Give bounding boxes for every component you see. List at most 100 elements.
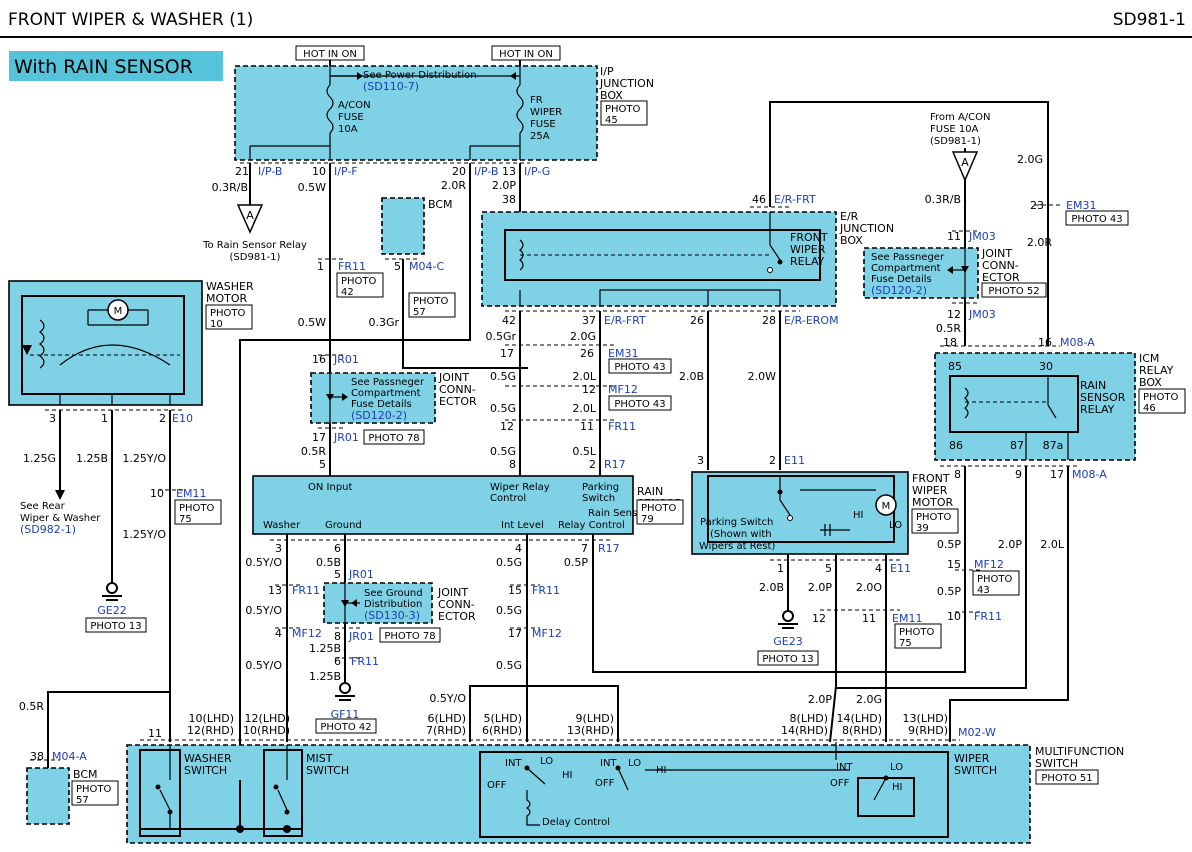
ground-see-1: See Ground	[364, 588, 423, 599]
fr11-top-photo-1: PHOTO	[341, 276, 377, 287]
ws-delay: Delay Control	[542, 817, 610, 828]
rsb-pin17: 17	[508, 627, 522, 640]
wire-20l-1: 2.0L	[572, 370, 596, 383]
rs-parking-1: Parking	[582, 482, 619, 493]
fwm-w20p: 2.0P	[808, 581, 832, 594]
pin-38: 38	[502, 193, 516, 206]
mid-pin12b: 12	[500, 420, 514, 433]
diagram-code: SD981-1	[1113, 10, 1186, 30]
gf11-photo: PHOTO 42	[320, 722, 371, 733]
rs-relay-ctrl-1: Rain Sensor	[588, 508, 648, 519]
wire-20l-2: 2.0L	[572, 402, 596, 415]
rw-w20l: 2.0L	[1040, 538, 1064, 551]
mid-mf12-photo: PHOTO 43	[614, 399, 665, 410]
bcm-bottom-photo-2: 57	[76, 795, 89, 806]
multifunction-switch-box	[126, 744, 1031, 844]
rsb-w05yo2: 0.5Y/O	[245, 604, 282, 617]
wire-20p: 2.0P	[492, 179, 516, 192]
mf-lhd2-a: 12(LHD)	[245, 712, 290, 725]
fwm-park-3: Wipers at Rest)	[699, 541, 775, 552]
icm-relay-3: RELAY	[1080, 403, 1115, 416]
ground-see-ref[interactable]: (SD130-3)	[364, 609, 420, 622]
fwm-park-2: (Shown with	[710, 529, 772, 540]
rsb-conn-r17: R17	[598, 542, 620, 555]
mid-pin12: 12	[582, 383, 596, 396]
washer-motor-label-1: WASHER	[206, 280, 254, 293]
ip-jb-label-3: BOX	[600, 89, 623, 102]
from-acon-2: FUSE 10A	[930, 124, 979, 135]
fwm-pin5: 5	[825, 562, 832, 575]
wm-conn-e10: E10	[172, 412, 193, 425]
fwm-w20o: 2.0O	[856, 581, 882, 594]
bcm-top	[381, 197, 425, 255]
rs-parking-2: Switch	[582, 493, 615, 504]
rsb-w05p: 0.5P	[564, 556, 588, 569]
icm-label-2: RELAY	[1139, 364, 1174, 377]
mf-lhd4-b: 6(RHD)	[482, 724, 522, 737]
conn-a-right: A	[961, 156, 969, 169]
bcm-bottom	[26, 767, 70, 825]
rsb-fr11b: FR11	[532, 584, 560, 597]
wire-05w: 0.5W	[298, 181, 326, 194]
fwm-pin3: 3	[697, 454, 704, 467]
mf-lhd2-b: 10(RHD)	[243, 724, 290, 737]
see-rear-2: Wiper & Washer	[20, 513, 101, 524]
gf11-label: GF11	[331, 708, 360, 721]
rsb-w125b: 1.25B	[309, 642, 341, 655]
jr01-see-1: See Passneger	[351, 377, 425, 388]
er-conn-frt: E/R-FRT	[774, 193, 816, 206]
see-rear-ref[interactable]: (SD982-1)	[20, 523, 76, 536]
hot-in-on-text-2: HOT IN ON	[499, 49, 553, 60]
ge22-label: GE22	[97, 604, 126, 617]
page-title: FRONT WIPER & WASHER (1)	[8, 10, 253, 30]
ground-jc-3: ECTOR	[438, 610, 476, 623]
fwm-label-1: FRONT	[912, 472, 950, 485]
wire-03rb: 0.3R/B	[212, 181, 248, 194]
jr01-see-ref[interactable]: (SD120-2)	[351, 409, 407, 422]
mf-lhd3-b: 7(RHD)	[426, 724, 466, 737]
mf-w05yo: 0.5Y/O	[429, 692, 466, 705]
jm03-see-ref[interactable]: (SD120-2)	[871, 284, 927, 297]
see-rear-1: See Rear	[20, 501, 66, 512]
fwm-pin11: 11	[862, 612, 876, 625]
rt-pin23: 23	[1030, 199, 1044, 212]
jr01-conn2: JR01	[333, 431, 359, 444]
rs-label-1: RAIN	[637, 485, 663, 498]
wire-125b: 1.25B	[76, 452, 108, 465]
rs-photo-2: 79	[641, 514, 654, 525]
wire-05w-2: 0.5W	[298, 316, 326, 329]
wiper-switch-2: SWITCH	[954, 764, 997, 777]
wire-20b: 2.0B	[679, 370, 704, 383]
mid-fr11: FR11	[608, 420, 636, 433]
rsb-mf12b: MF12	[532, 627, 562, 640]
bcm-top-label: BCM	[428, 198, 453, 211]
icm-relay-2: SENSOR	[1080, 391, 1126, 404]
icm-photo-2: 46	[1143, 403, 1156, 414]
from-acon-1: From A/CON	[930, 112, 991, 123]
wire-20g: 2.0G	[570, 330, 596, 343]
to-rain-2: (SD981-1)	[230, 252, 281, 263]
jr01-see-2: Compartment	[351, 388, 421, 399]
er-jb-1: E/R	[840, 210, 859, 223]
ws-off-1: OFF	[487, 780, 507, 791]
washer-motor-box	[8, 280, 203, 406]
washer-motor-label-2: MOTOR	[206, 292, 248, 305]
rsb-pin3: 3	[275, 542, 282, 555]
mid-em31-photo: PHOTO 43	[614, 362, 665, 373]
rsb-pin13: 13	[268, 584, 282, 597]
bcm-top-conn: M04-C	[409, 260, 444, 273]
jr01-jc-3: ECTOR	[439, 395, 477, 408]
em11-left-photo-2: 75	[179, 514, 192, 525]
rsb-w05yo3: 0.5Y/O	[245, 659, 282, 672]
ip-see-power-ref[interactable]: (SD110-7)	[363, 80, 419, 93]
jm03-box	[863, 247, 979, 299]
bcm-top-pin: 5	[394, 260, 401, 273]
washer-motor-m: M	[114, 306, 123, 317]
rsb-pin6: 6	[334, 542, 341, 555]
fwm-w20b: 2.0B	[759, 581, 784, 594]
rsb-w05g: 0.5G	[496, 556, 522, 569]
mid-pin17: 17	[500, 347, 514, 360]
mf-pin11: 11	[148, 727, 162, 740]
jm03-jc-3: ECTOR	[982, 271, 1020, 284]
er-jb-3: BOX	[840, 234, 863, 247]
